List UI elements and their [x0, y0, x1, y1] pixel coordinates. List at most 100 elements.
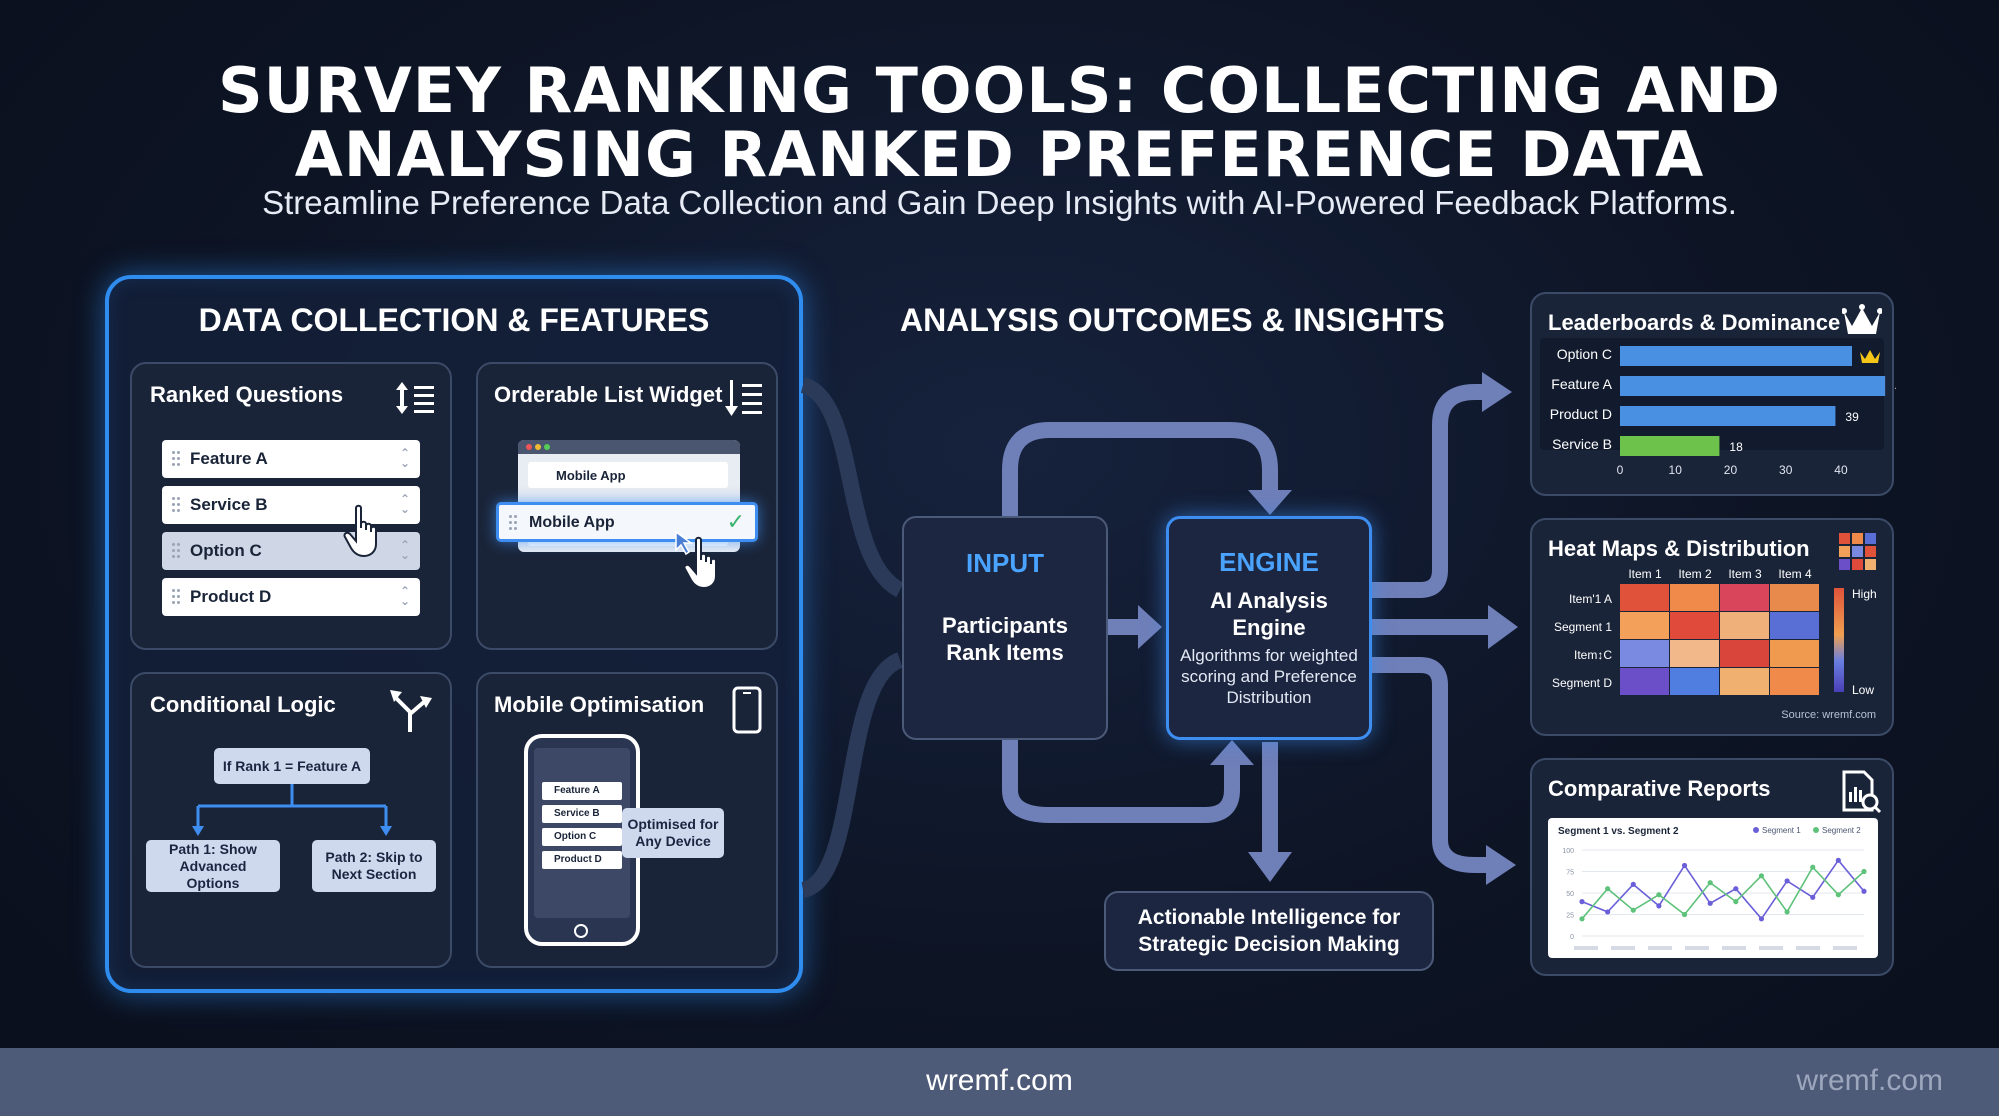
phone-list-item[interactable]: Feature A	[542, 782, 622, 800]
x-tick-label: 20	[1724, 463, 1738, 477]
line-chart-title: Segment 1 vs. Segment 2	[1558, 826, 1679, 837]
series-point	[1835, 857, 1841, 863]
heatmap-row-label: Item↕C	[1574, 648, 1612, 662]
ranked-questions-title: Ranked Questions	[150, 382, 344, 407]
heatmap-cell	[1770, 640, 1819, 667]
home-button-icon	[574, 924, 588, 938]
drag-handle-icon[interactable]	[172, 542, 180, 560]
input-title: INPUT	[966, 548, 1044, 578]
series-point	[1630, 881, 1636, 887]
y-tick-label: 0	[1570, 934, 1574, 941]
window-titlebar	[518, 440, 740, 454]
leaderboard-title: Leaderboards & Dominance	[1548, 310, 1841, 335]
heatmap-source: Source: wremf.com	[1781, 709, 1876, 721]
heatmap-cell	[1620, 668, 1669, 695]
list-item-label: Mobile App	[529, 514, 615, 531]
condition-node: If Rank 1 = Feature A	[214, 748, 370, 784]
orderable-list-card: Orderable List Widget Mobile App Website…	[476, 362, 778, 650]
bar	[1620, 376, 1886, 396]
checkmark-icon: ✓	[726, 509, 745, 534]
branch-arrow-icon	[390, 690, 432, 732]
sort-order-icon	[396, 382, 434, 414]
comparative-card: Comparative Reports Segment 1 vs. Segmen…	[1530, 758, 1894, 976]
phone-list-item[interactable]: Service B	[542, 805, 622, 823]
series-point	[1784, 909, 1790, 915]
heatmap-row-label: Item'1 A	[1569, 592, 1612, 606]
x-axis-placeholder	[1685, 946, 1709, 950]
ranked-item-label: Feature A	[190, 449, 268, 468]
x-tick-label: 40	[1834, 463, 1848, 477]
phone-list-item[interactable]: Product D	[542, 851, 622, 869]
heatmap-cell	[1670, 668, 1719, 695]
legend-swatch	[1753, 827, 1759, 833]
heatmap-cell	[1720, 640, 1769, 667]
ranked-item[interactable]: Feature A ⌃⌄	[162, 440, 420, 478]
chevron-up-down-icon[interactable]: ⌃⌄	[399, 446, 410, 470]
page-title-line-1: SURVEY RANKING TOOLS: COLLECTING AND	[217, 54, 1782, 127]
footer-domain[interactable]: wremf.com	[926, 1064, 1073, 1097]
engine-box: ENGINE AI Analysis Engine Algorithms for…	[1166, 516, 1372, 740]
series-line	[1581, 858, 1865, 921]
heatmap-grid-icon	[1839, 533, 1876, 570]
engine-description: Algorithms for weighted scoring and Pref…	[1180, 646, 1358, 707]
y-tick-label: 100	[1562, 848, 1574, 855]
legend-swatch	[1813, 827, 1819, 833]
branch-connector	[192, 784, 392, 836]
ranked-item[interactable]: Product D ⌃⌄	[162, 578, 420, 616]
heatmap-cell	[1620, 640, 1669, 667]
x-axis-placeholder	[1574, 946, 1598, 950]
bar	[1620, 436, 1720, 456]
heatmap-row-label: Segment D	[1552, 676, 1612, 690]
x-axis-placeholder	[1759, 946, 1783, 950]
heatmap-cell	[1670, 584, 1719, 611]
x-axis-placeholder	[1722, 946, 1746, 950]
bar-value-label: 48	[1895, 380, 1896, 394]
drag-handle-icon[interactable]	[172, 496, 180, 514]
bar-value-label: 18	[1729, 440, 1743, 454]
engine-name: AI Analysis Engine	[1210, 588, 1328, 640]
orderable-list-title: Orderable List Widget	[494, 382, 723, 407]
drag-handle-icon[interactable]	[172, 588, 180, 606]
x-axis-placeholder	[1833, 946, 1857, 950]
series-point	[1784, 878, 1790, 884]
hand-cursor-icon	[675, 530, 717, 590]
series-point	[1681, 911, 1688, 918]
optimised-tag: Optimised for Any Device	[622, 808, 724, 858]
legend-label: Segment 2	[1822, 826, 1861, 835]
chevron-up-down-icon[interactable]: ⌃⌄	[399, 584, 410, 608]
ranked-item-label: Option C	[190, 541, 262, 560]
ranked-item[interactable]: Service B ⌃⌄	[162, 486, 420, 524]
heatmap-cell	[1620, 612, 1669, 639]
footer-watermark: wremf.com	[1796, 1064, 1943, 1097]
bar	[1620, 346, 1852, 366]
heatmap-column-label: Item 2	[1678, 567, 1712, 581]
list-item-dragging[interactable]: Mobile App ✓	[496, 502, 758, 542]
series-point	[1733, 899, 1739, 905]
series-line	[1581, 865, 1865, 920]
engine-title: ENGINE	[1219, 547, 1319, 577]
x-tick-label: 0	[1617, 463, 1624, 477]
x-tick-label: 30	[1779, 463, 1793, 477]
comparative-title: Comparative Reports	[1548, 776, 1771, 801]
series-point	[1656, 892, 1662, 898]
heatmap-legend-high: High	[1852, 587, 1877, 601]
series-point	[1630, 907, 1636, 913]
chevron-up-down-icon[interactable]: ⌃⌄	[399, 538, 410, 562]
analysis-heading: ANALYSIS OUTCOMES & INSIGHTS	[900, 302, 1445, 338]
drag-handle-icon[interactable]	[509, 514, 517, 532]
list-item[interactable]: Mobile App	[528, 462, 728, 488]
series-point	[1656, 903, 1662, 909]
y-tick-label: 50	[1566, 891, 1574, 898]
chevron-up-down-icon[interactable]: ⌃⌄	[399, 492, 410, 516]
drag-handle-icon[interactable]	[172, 450, 180, 468]
bar-category-label: Option C	[1557, 346, 1612, 362]
x-tick-label: 10	[1669, 463, 1683, 477]
series-point	[1758, 873, 1765, 879]
heatmap-column-label: Item 4	[1778, 567, 1812, 581]
outcome-box: Actionable Intelligence for Strategic De…	[1104, 891, 1434, 971]
phone-list-item[interactable]: Option C	[542, 828, 622, 846]
